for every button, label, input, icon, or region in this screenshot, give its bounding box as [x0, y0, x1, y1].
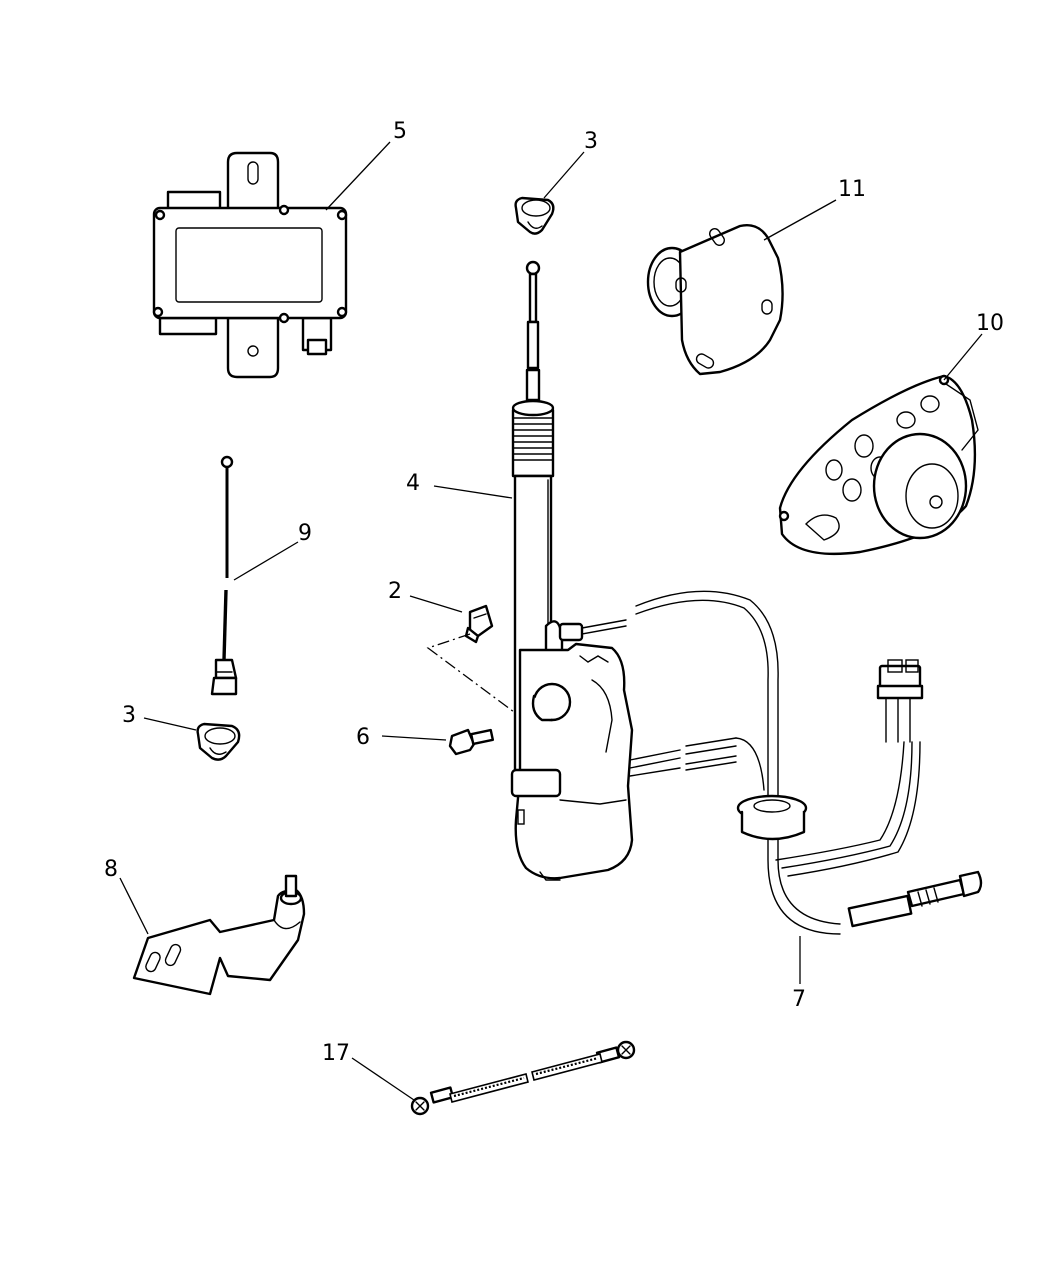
callout-3-top: 3 — [584, 129, 598, 154]
part-6-bolt — [448, 728, 495, 756]
part-3-nut-left — [196, 722, 241, 761]
leader-lines — [119, 141, 983, 1101]
part-3-nut-top — [514, 196, 555, 235]
part-4-power-antenna — [510, 260, 765, 881]
callout-17: 17 — [322, 1041, 350, 1066]
part-8-bracket — [132, 874, 306, 996]
callout-7: 7 — [792, 987, 806, 1012]
part-11-speaker-small — [646, 224, 784, 376]
part-7-cable-lead — [635, 590, 983, 935]
callout-labels: 5 3 11 10 4 9 2 3 6 8 7 17 — [104, 119, 1004, 1066]
callout-3-left: 3 — [122, 703, 136, 728]
part-9-mast-antenna — [210, 455, 238, 696]
callout-6: 6 — [356, 725, 370, 750]
callout-8: 8 — [104, 857, 118, 882]
part-5-module — [152, 151, 348, 379]
callout-11: 11 — [838, 177, 866, 202]
callout-10: 10 — [976, 311, 1004, 336]
callout-9: 9 — [298, 521, 312, 546]
antenna-thread-hatching — [513, 417, 553, 461]
callout-2: 2 — [388, 579, 402, 604]
part-17-ground-strap — [410, 1040, 636, 1116]
callout-4: 4 — [406, 471, 420, 496]
callout-5: 5 — [393, 119, 407, 144]
assembly-leader-line — [426, 633, 515, 713]
part-2-clip — [464, 604, 494, 644]
part-10-speaker-large — [778, 374, 979, 556]
